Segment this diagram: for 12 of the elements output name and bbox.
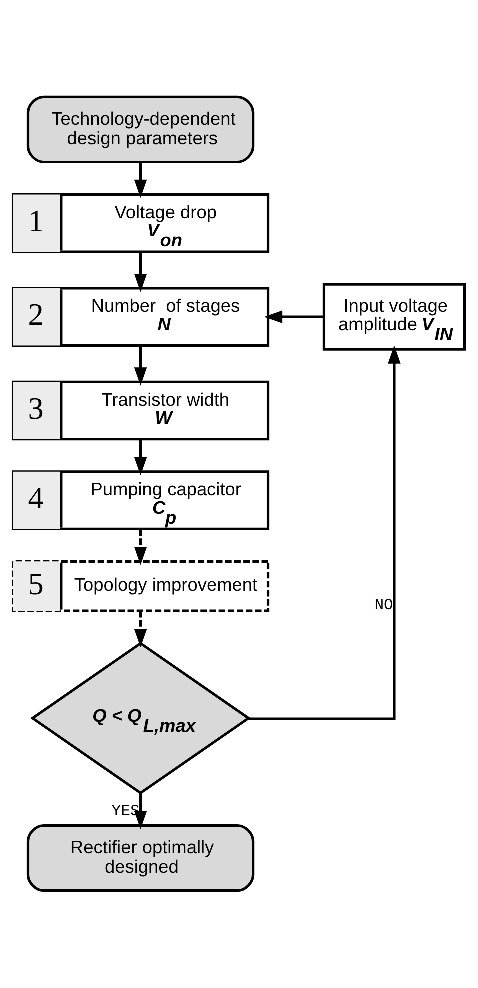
node-box: Technology-dependent design parameters [26, 96, 255, 164]
edge-label: NO [374, 596, 394, 614]
arrow [134, 252, 148, 292]
arrow [134, 346, 148, 386]
arrow [264, 310, 324, 324]
node-box: Rectifier optimally designed [26, 824, 255, 892]
arrow [134, 440, 148, 476]
arrow [134, 530, 148, 566]
arrow [134, 611, 148, 648]
arrow [134, 162, 148, 198]
arrow [248, 346, 401, 720]
arrow [134, 793, 148, 830]
